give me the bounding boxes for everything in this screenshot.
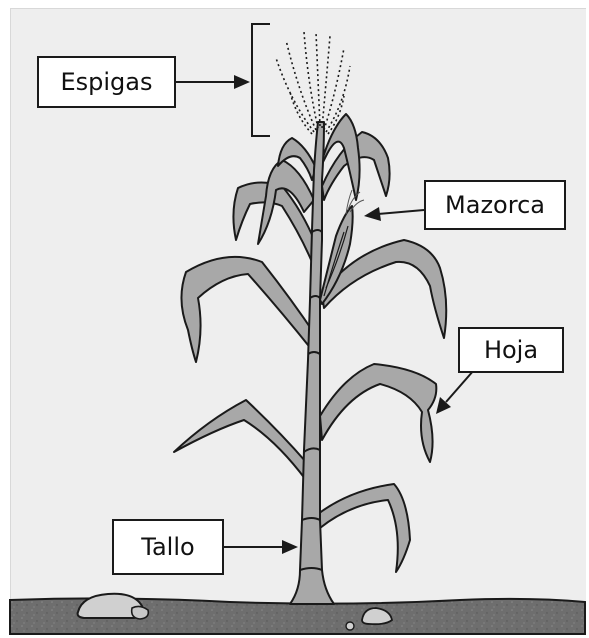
- label-hoja: Hoja: [458, 327, 564, 373]
- label-hoja-text: Hoja: [484, 338, 538, 362]
- arrow-espigas: [176, 75, 250, 89]
- leaf-hoja: [320, 364, 436, 462]
- label-mazorca: Mazorca: [424, 180, 566, 230]
- leaf-lower-left: [174, 400, 306, 480]
- label-espigas: Espigas: [37, 56, 176, 108]
- leaf-mid-left: [181, 257, 316, 362]
- label-tallo: Tallo: [112, 519, 224, 575]
- arrow-mazorca: [364, 207, 424, 221]
- arrow-tallo: [224, 540, 298, 554]
- arrow-hoja: [436, 370, 474, 414]
- arrows: [176, 75, 474, 554]
- label-espigas-text: Espigas: [60, 70, 152, 94]
- label-mazorca-text: Mazorca: [445, 193, 545, 217]
- tassel: [276, 32, 350, 134]
- tassel-bracket: [252, 24, 270, 136]
- label-tallo-text: Tallo: [141, 535, 194, 559]
- leaf-lower-right: [318, 484, 410, 572]
